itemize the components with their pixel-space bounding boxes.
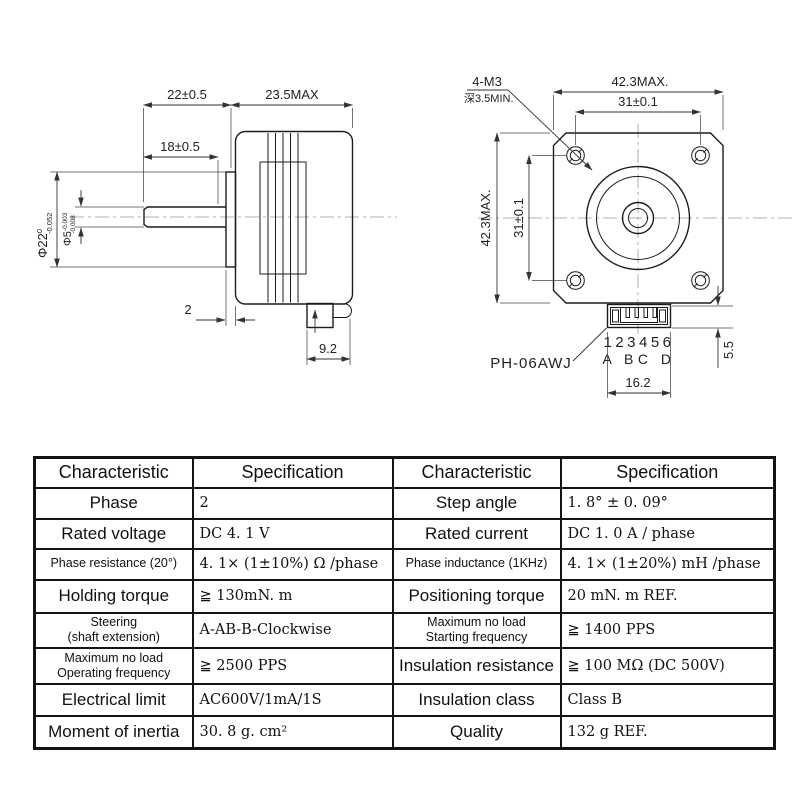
spec-table: Characteristic Specification Characteris… [33,456,776,750]
technical-drawings: 22±0.5 23.5MAX 18±0.5 Φ220-0.052 Φ5-0.00… [35,74,795,398]
col-header: Specification [559,456,776,489]
cell-value: ≧ 130mN. m [191,578,394,614]
dim-connector-offset-label: 9.2 [319,341,337,356]
dim-hole-spacing-h-label: 31±0.1 [618,94,658,109]
cell-label: Phase resistance (20°) [33,547,194,581]
thread-depth-label: 深3.5MIN. [464,92,514,105]
thread-callout-label: 4-M3 [472,74,502,89]
col-header: Characteristic [391,456,562,489]
cell-label: Phase inductance (1KHz) [391,547,562,581]
cell-value: 2 [191,486,394,520]
side-view-drawing: 22±0.5 23.5MAX 18±0.5 Φ220-0.052 Φ5-0.00… [35,87,397,365]
cell-value: A-AB-B-Clockwise [191,611,394,649]
cell-value: DC 1. 0 A / phase [559,517,776,550]
cell-value: Class B [559,682,776,717]
screw-hole [566,146,585,165]
table-row: Moment of inertia 30. 8 g. cm² Quality 1… [33,714,776,750]
dim-connector-height-label: 5.5 [721,341,736,359]
cell-value: ≧ 1400 PPS [559,611,776,649]
cell-value: 30. 8 g. cm² [191,714,394,750]
screw-hole [691,271,710,290]
cell-label: Rated current [391,517,562,550]
dim-connector-width-label: 16.2 [625,375,650,390]
table-row: Electrical limit AC600V/1mA/1S Insulatio… [33,682,776,717]
screw-hole [691,146,710,165]
cell-label: Electrical limit [33,682,194,717]
boss-diameter-label: Φ220-0.052 [35,213,54,258]
screw-hole [566,271,585,290]
dim-height-label: 42.3MAX. [478,189,493,246]
cell-label: Steering(shaft extension) [33,611,194,649]
cell-label: Positioning torque [391,578,562,614]
dim-body-length-label: 23.5MAX [265,87,319,102]
connector-pin-letters: A BC D [603,351,676,367]
cell-label: Step angle [391,486,562,520]
cell-value: ≧ 100 MΩ (DC 500V) [559,646,776,685]
cell-value: ≧ 2500 PPS [191,646,394,685]
cell-label: Holding torque [33,578,194,614]
cell-value: 132 g REF. [559,714,776,750]
table-row: Phase resistance (20°) 4. 1× (1±10%) Ω /… [33,547,776,581]
cell-value: 4. 1× (1±10%) Ω /phase [191,547,394,581]
cell-value: AC600V/1mA/1S [191,682,394,717]
shaft-diameter-label: Φ5-0.003-0.008 [62,212,77,246]
dim-hole-spacing-v-label: 31±0.1 [511,198,526,238]
connector-front [606,303,672,329]
col-header: Specification [191,456,394,489]
cell-value: 20 mN. m REF. [559,578,776,614]
table-header-row: Characteristic Specification Characteris… [33,456,776,489]
cell-value: DC 4. 1 V [191,517,394,550]
table-row: Phase 2 Step angle 1. 8° ± 0. 09° [33,486,776,520]
connector-type-label: PH-06AWJ [490,355,572,372]
cell-label: Phase [33,486,194,520]
cell-label: Moment of inertia [33,714,194,750]
table-row: Steering(shaft extension) A-AB-B-Clockwi… [33,611,776,649]
table-row: Rated voltage DC 4. 1 V Rated current DC… [33,517,776,550]
cell-label: Quality [391,714,562,750]
cell-label: Insulation resistance [391,646,562,685]
cell-value: 1. 8° ± 0. 09° [559,486,776,520]
dim-front-length-label: 22±0.5 [167,87,207,102]
cell-label: Insulation class [391,682,562,717]
dim-flange-thickness-label: 2 [184,302,191,317]
table-row: Holding torque ≧ 130mN. m Positioning to… [33,578,776,614]
col-header: Characteristic [33,456,194,489]
dim-width-label: 42.3MAX. [611,74,668,89]
front-view-drawing: 4-M3 深3.5MIN. 42.3MAX. 31±0.1 42.3MAX. 3… [464,74,795,398]
cell-label: Rated voltage [33,517,194,550]
dim-shaft-length-label: 18±0.5 [160,139,200,154]
connector-pin-numbers: 123456 [603,334,674,351]
cell-value: 4. 1× (1±20%) mH /phase [559,547,776,581]
